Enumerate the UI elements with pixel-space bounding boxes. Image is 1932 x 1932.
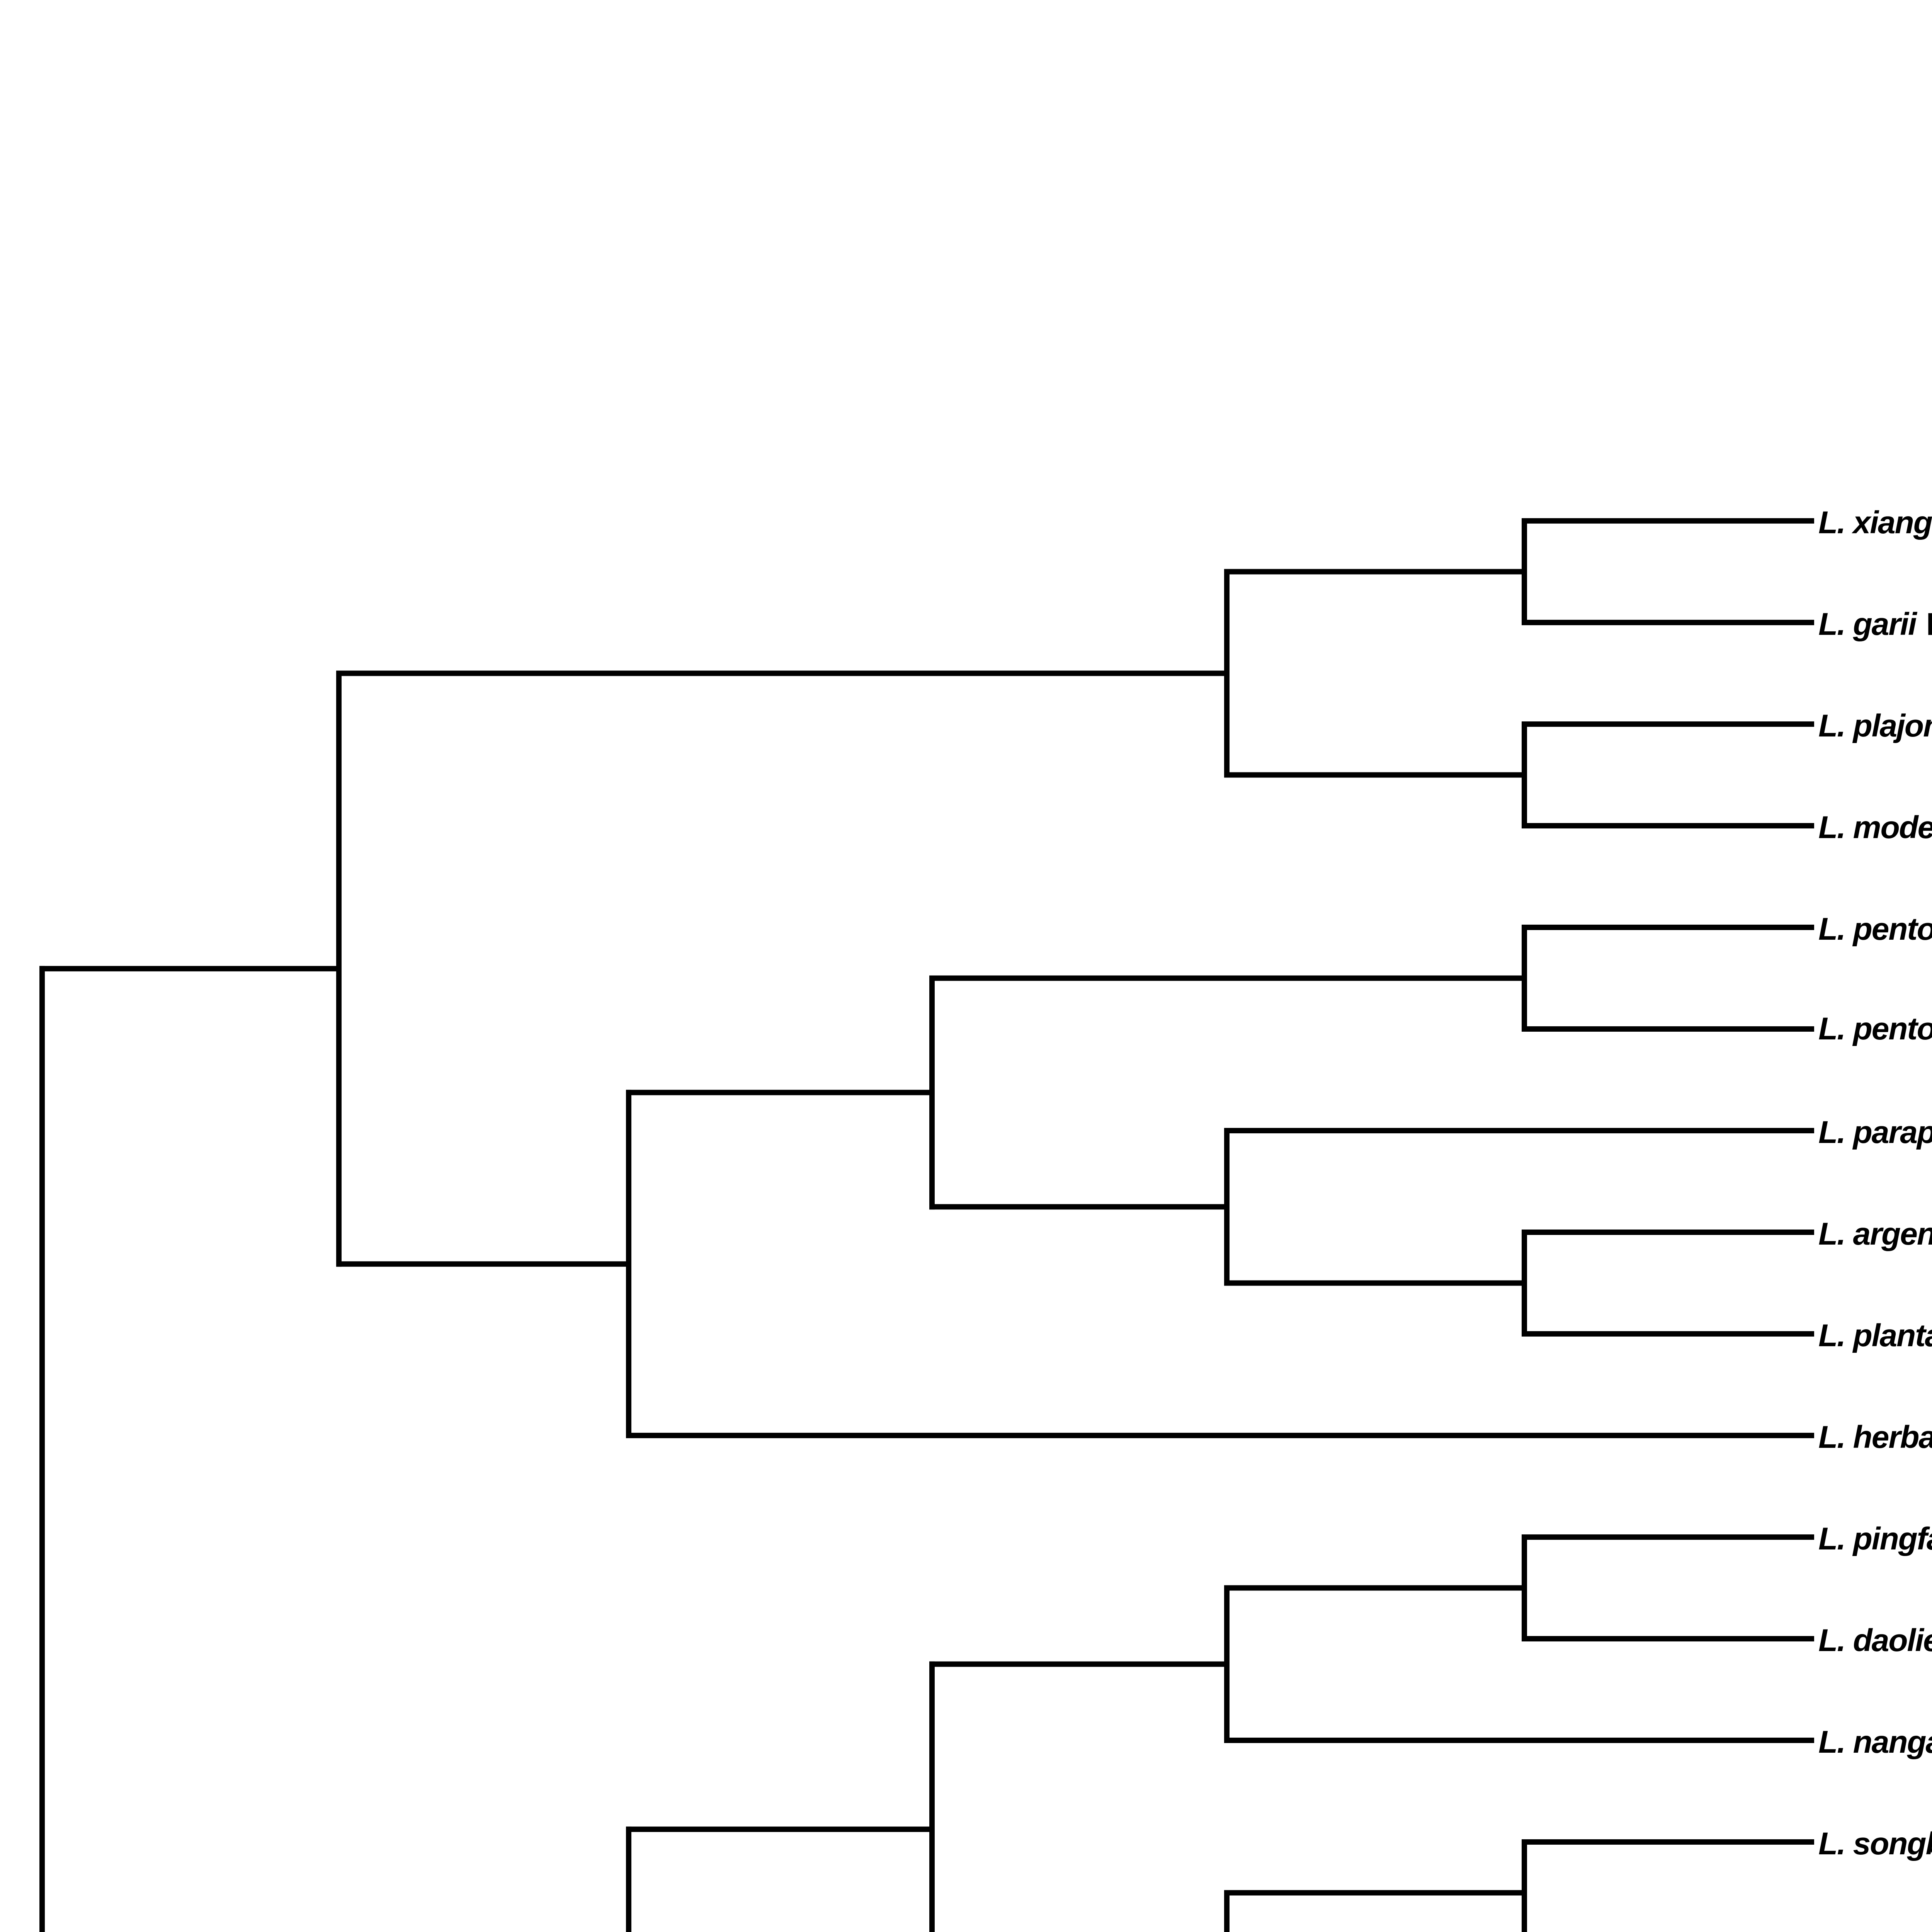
taxon-row: L. paraplantarumDSM 10667T xyxy=(1818,1102,1932,1160)
taxon-row: L. pentosusBCRC 06B0048 xyxy=(1818,1000,1932,1058)
taxon-row: L. pingfangensis382-1T xyxy=(1818,1508,1932,1566)
taxon-species-name: L. modestisalitolerans xyxy=(1818,810,1932,845)
taxon-row: L. daoliensis116-1AT xyxy=(1818,1610,1932,1668)
taxon-row: L. plantarumATCC 14917T xyxy=(1818,1305,1932,1363)
taxon-label: L. pingfangensis382-1T xyxy=(1818,1520,1932,1555)
taxon-species-name: L. herbarum xyxy=(1818,1419,1932,1455)
taxon-species-name: L. pingfangensis xyxy=(1818,1521,1932,1556)
taxon-species-name: L. plantarum xyxy=(1818,1318,1932,1353)
taxon-label: L. paraplantarumDSM 10667T xyxy=(1818,1113,1932,1148)
taxon-label: L. plajomiNBRC 107333T xyxy=(1818,707,1932,742)
taxon-species-name: L. argentoratensis xyxy=(1818,1216,1932,1252)
taxon-label: L. xiangfangensisLMG 26013T xyxy=(1818,503,1932,539)
taxon-species-name: L. plajomi xyxy=(1818,708,1932,743)
taxon-strain-id: FI11369 xyxy=(1926,607,1932,642)
taxon-label: L. pentosusBCRC 06B0048 xyxy=(1818,1013,1932,1045)
taxon-label: L. plantarumATCC 14917T xyxy=(1818,1316,1932,1352)
taxon-species-name: L. paraplantarum xyxy=(1818,1114,1932,1150)
taxon-row: L. plajomiNBRC 107333T xyxy=(1818,695,1932,753)
taxon-label: L. modestisalitoleransNBRC 107235T xyxy=(1818,808,1932,844)
taxon-label: L. daoliensis116-1AT xyxy=(1818,1621,1932,1656)
taxon-label: L. gariiFI11369T xyxy=(1818,605,1932,640)
taxon-species-name: L. daoliensis xyxy=(1818,1622,1932,1658)
taxon-label: L. pentosusDSM 20314T xyxy=(1818,910,1932,945)
taxon-species-name: L. pentosus xyxy=(1818,1011,1932,1046)
taxon-species-name: L. garii xyxy=(1818,606,1917,642)
taxon-row: L. herbarumTCF032-E4T xyxy=(1818,1406,1932,1464)
taxon-row: L. modestisalitoleransNBRC 107235T xyxy=(1818,797,1932,855)
taxon-row: L. gariiFI11369T xyxy=(1818,594,1932,651)
taxon-row: L. pentosusDSM 20314T xyxy=(1818,898,1932,956)
taxon-species-name: L. xiangfangensis xyxy=(1818,505,1932,540)
taxon-row: L. songbeiensis398-2T xyxy=(1818,1813,1932,1871)
taxon-row: L. argentoratensisDSM 16365T xyxy=(1818,1203,1932,1261)
taxon-species-name: L. songbeiensis xyxy=(1818,1826,1932,1861)
taxon-label: L. dongliensis218-3T xyxy=(1818,1926,1932,1932)
taxon-label: L. herbarumTCF032-E4T xyxy=(1818,1418,1932,1453)
taxon-species-name: L. pentosus xyxy=(1818,911,1932,947)
taxon-row: L. dongliensis218-3T xyxy=(1818,1915,1932,1932)
taxon-species-name: L. dongliensis xyxy=(1818,1928,1932,1932)
taxon-label: L. songbeiensis398-2T xyxy=(1818,1825,1932,1860)
taxon-label: L. argentoratensisDSM 16365T xyxy=(1818,1215,1932,1250)
taxon-label: L. nangangensisstrain 381-7T xyxy=(1818,1723,1932,1758)
taxon-row: L. nangangensisstrain 381-7T xyxy=(1818,1711,1932,1769)
taxon-row: L. xiangfangensisLMG 26013T xyxy=(1818,492,1932,550)
taxon-species-name: L. nangangensis xyxy=(1818,1724,1932,1760)
